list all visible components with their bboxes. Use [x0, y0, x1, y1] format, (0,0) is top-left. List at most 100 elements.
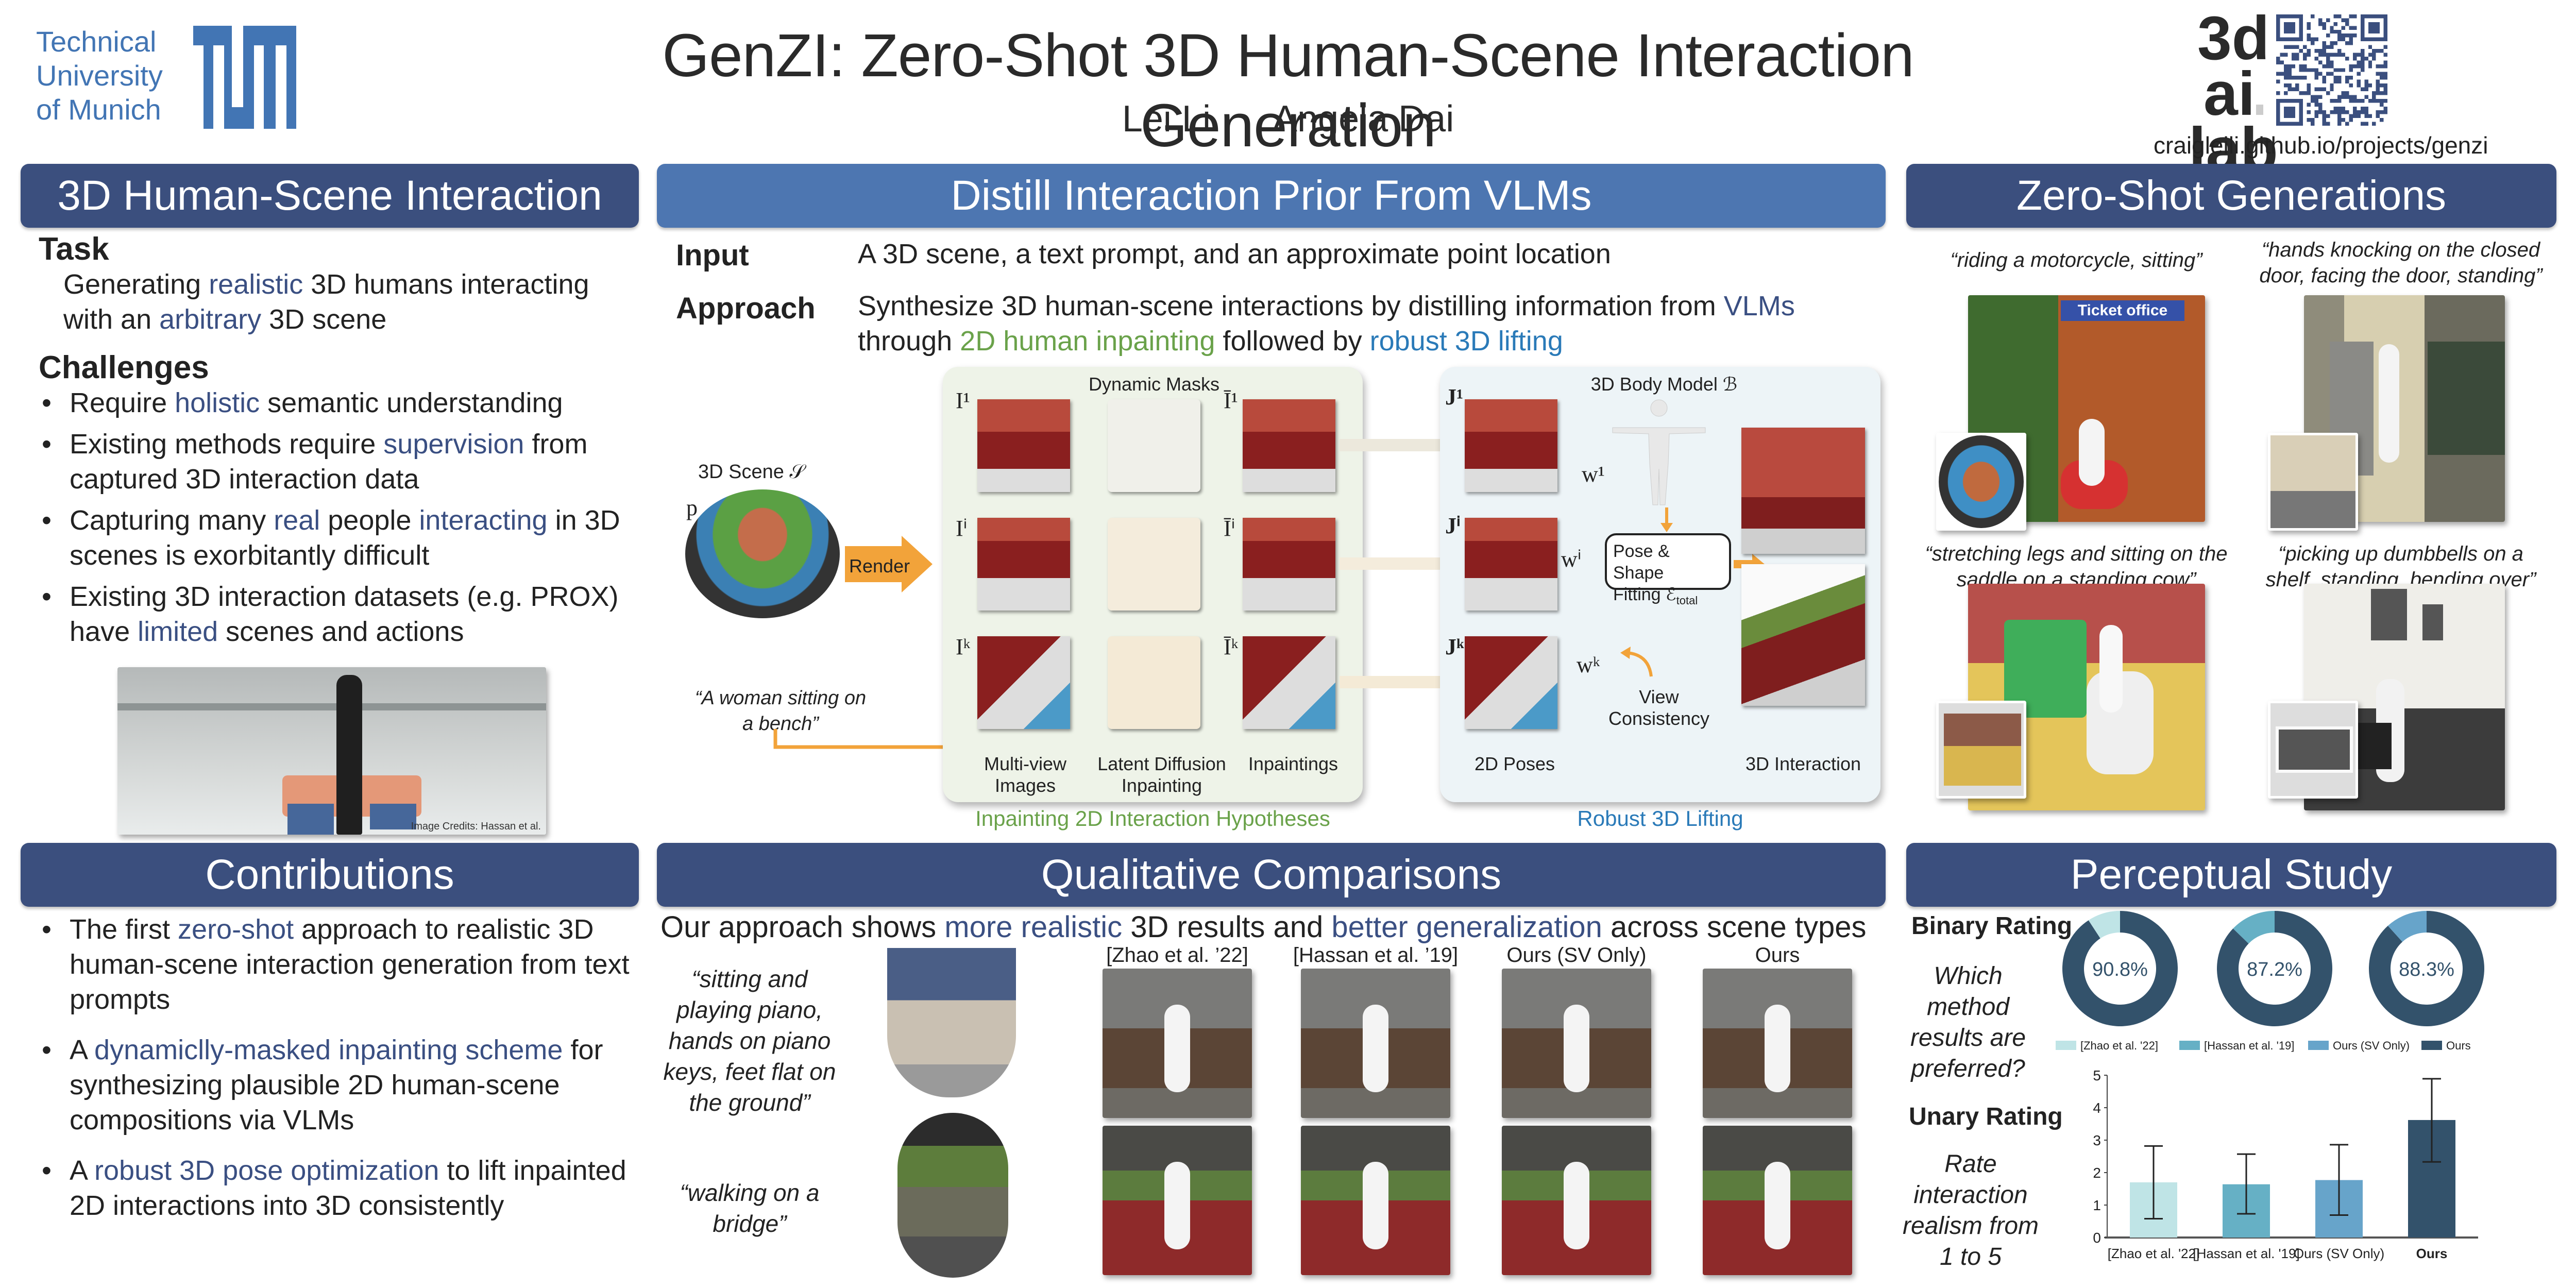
label-line: Consistency: [1608, 708, 1710, 729]
human-figure: [1363, 1005, 1388, 1092]
latent-diffusion-label: Latent Diffusion Inpainting: [1092, 753, 1231, 796]
challenge-item: Existing methods require supervision fro…: [39, 427, 636, 497]
label-line: Images: [994, 775, 1056, 796]
human-figure: [2099, 625, 2123, 713]
authors: Lei Li Angela Dai: [515, 98, 2061, 140]
challenge-item: Capturing many real people interacting i…: [39, 503, 636, 573]
highlight-text: supervision: [383, 429, 524, 460]
donut-slice: [2233, 911, 2275, 944]
render-arrow-icon: [845, 536, 933, 592]
zeroshot-prompt: “riding a motorcycle, sitting”: [1950, 249, 2202, 272]
comparison-column-header: [Zhao et al. ’22]: [1106, 944, 1248, 967]
ticket-office-sign: Ticket office: [2061, 300, 2184, 321]
donut-center-label: 90.8%: [2092, 959, 2148, 980]
binary-rating-question: Which method results are preferred?: [1910, 962, 2026, 1082]
contributions-content: The first zero-shot approach to realisti…: [39, 912, 636, 1229]
comparison-result-image: [1103, 969, 1252, 1118]
legend-swatch: [2179, 1041, 2200, 1050]
tum-logo-icon: [193, 26, 296, 129]
y-tick-label: 0: [2093, 1230, 2101, 1246]
x-tick-label: Ours: [2416, 1246, 2448, 1261]
legend-swatch: [2308, 1041, 2329, 1050]
text-segment: Capturing many: [70, 505, 274, 536]
text-segment: A: [70, 1035, 95, 1065]
scene-label: 3D Scene 𝒮: [698, 461, 805, 483]
y-tick-label: 3: [2093, 1132, 2101, 1148]
piano-scene-thumbnail: [887, 948, 1016, 1097]
3d-interaction-image: [1741, 428, 1865, 554]
author-2: Angela Dai: [1272, 98, 1454, 140]
approach-label: Approach: [676, 292, 816, 325]
zeroshot-image-gym: [2304, 584, 2505, 810]
view-label: I¹: [956, 388, 970, 413]
hsi-content: Task Generating realistic 3D humans inte…: [39, 232, 636, 655]
text-segment: Synthesize 3D human-scene interactions b…: [858, 291, 1724, 321]
zeroshot-image-door: [2304, 295, 2505, 522]
3d-interaction-label: 3D Interaction: [1745, 753, 1861, 774]
section-heading-zeroshot: Zero-Shot Generations: [1906, 164, 2556, 228]
person-figure: [336, 675, 362, 835]
donut-slice: [2369, 911, 2484, 1026]
fitting-subscript: total: [1676, 594, 1698, 607]
weight-label: w¹: [1582, 462, 1605, 487]
stool: [370, 804, 416, 829]
x-tick-label: Ours (SV Only): [2294, 1246, 2384, 1261]
comparison-column-header: [Hassan et al. ’19]: [1293, 944, 1459, 967]
human-figure: [1564, 1005, 1589, 1092]
qr-code-icon[interactable]: [2276, 14, 2387, 126]
3d-scene-thumbnail: [685, 489, 840, 618]
highlight-text: robust 3D pose optimization: [94, 1155, 439, 1186]
legend-swatch: [2421, 1041, 2442, 1050]
y-tick-label: 2: [2093, 1165, 2101, 1181]
dynamic-masks-label: Dynamic Masks: [1088, 374, 1220, 395]
unary-rating-title: Unary Rating: [1909, 1103, 2063, 1130]
human-figure: [1164, 1162, 1190, 1249]
text-segment: 3D results and: [1122, 910, 1332, 944]
text-segment: to lift inpainted 2D interactions into 3…: [70, 1155, 626, 1221]
text-segment: scenes and actions: [218, 616, 464, 647]
mask-sequence: [1108, 636, 1200, 729]
legend-label: [Hassan et al. '19]: [2204, 1039, 2294, 1052]
label-line: Latent Diffusion: [1097, 753, 1226, 774]
highlight-text: robust 3D lifting: [1369, 326, 1563, 357]
task-text: Generating realistic 3D humans interacti…: [39, 267, 636, 337]
section-heading-distill: Distill Interaction Prior From VLMs: [657, 164, 1886, 228]
body-model-label: 3D Body Model ℬ: [1590, 374, 1738, 395]
challenge-item: Require holistic semantic understanding: [39, 385, 636, 420]
mocap-studio-photo: Image Credits: Hassan et al.: [117, 667, 546, 835]
inpaintings-label: Inpaintings: [1248, 753, 1338, 774]
challenges-heading: Challenges: [39, 350, 209, 385]
pose-shape-fitting-box: Pose & Shape Fitting ℰtotal: [1605, 533, 1731, 607]
section-heading-perceptual: Perceptual Study: [1906, 843, 2556, 907]
highlight-text: 2D human inpainting: [960, 326, 1215, 357]
inpaint-label: Īⁱ: [1224, 516, 1235, 541]
tum-line-2: University: [36, 59, 163, 92]
text-segment: Require: [70, 387, 175, 418]
lab-logo-line-1: 3d ai: [2197, 4, 2270, 128]
text-segment: followed by: [1215, 326, 1370, 357]
2d-poses-label: 2D Poses: [1474, 753, 1555, 774]
text-segment: A: [70, 1155, 95, 1186]
input-label: Input: [676, 239, 749, 272]
text-segment: 3D scene: [261, 304, 387, 335]
2d-pose-image: [1465, 636, 1557, 729]
project-url-link[interactable]: craigleili.github.io/projects/genzi: [2154, 132, 2488, 159]
challenge-item: Existing 3D interaction datasets (e.g. P…: [39, 579, 636, 649]
mask-sequence: [1108, 399, 1200, 492]
tum-line-1: Technical: [36, 25, 157, 58]
comparison-column-header: Ours (SV Only): [1506, 944, 1647, 967]
bridge-scene-thumbnail: [897, 1113, 1008, 1278]
render-label: Render: [849, 555, 910, 577]
y-tick-label: 4: [2093, 1100, 2101, 1116]
text-segment: semantic understanding: [260, 387, 563, 418]
y-tick-label: 5: [2093, 1067, 2101, 1083]
multiview-images-label: Multi-view Images: [969, 753, 1082, 796]
text-segment: 3D humans interacting with an: [63, 269, 589, 335]
text-segment: Generating: [63, 269, 209, 300]
inpaint-label: Ī¹: [1224, 388, 1238, 413]
inpainting-image: [1243, 518, 1335, 611]
highlight-text: interacting: [419, 505, 548, 536]
point-label: p: [686, 495, 698, 520]
comparison-result-image: [1103, 1126, 1252, 1275]
2d-pose-image: [1465, 399, 1557, 492]
